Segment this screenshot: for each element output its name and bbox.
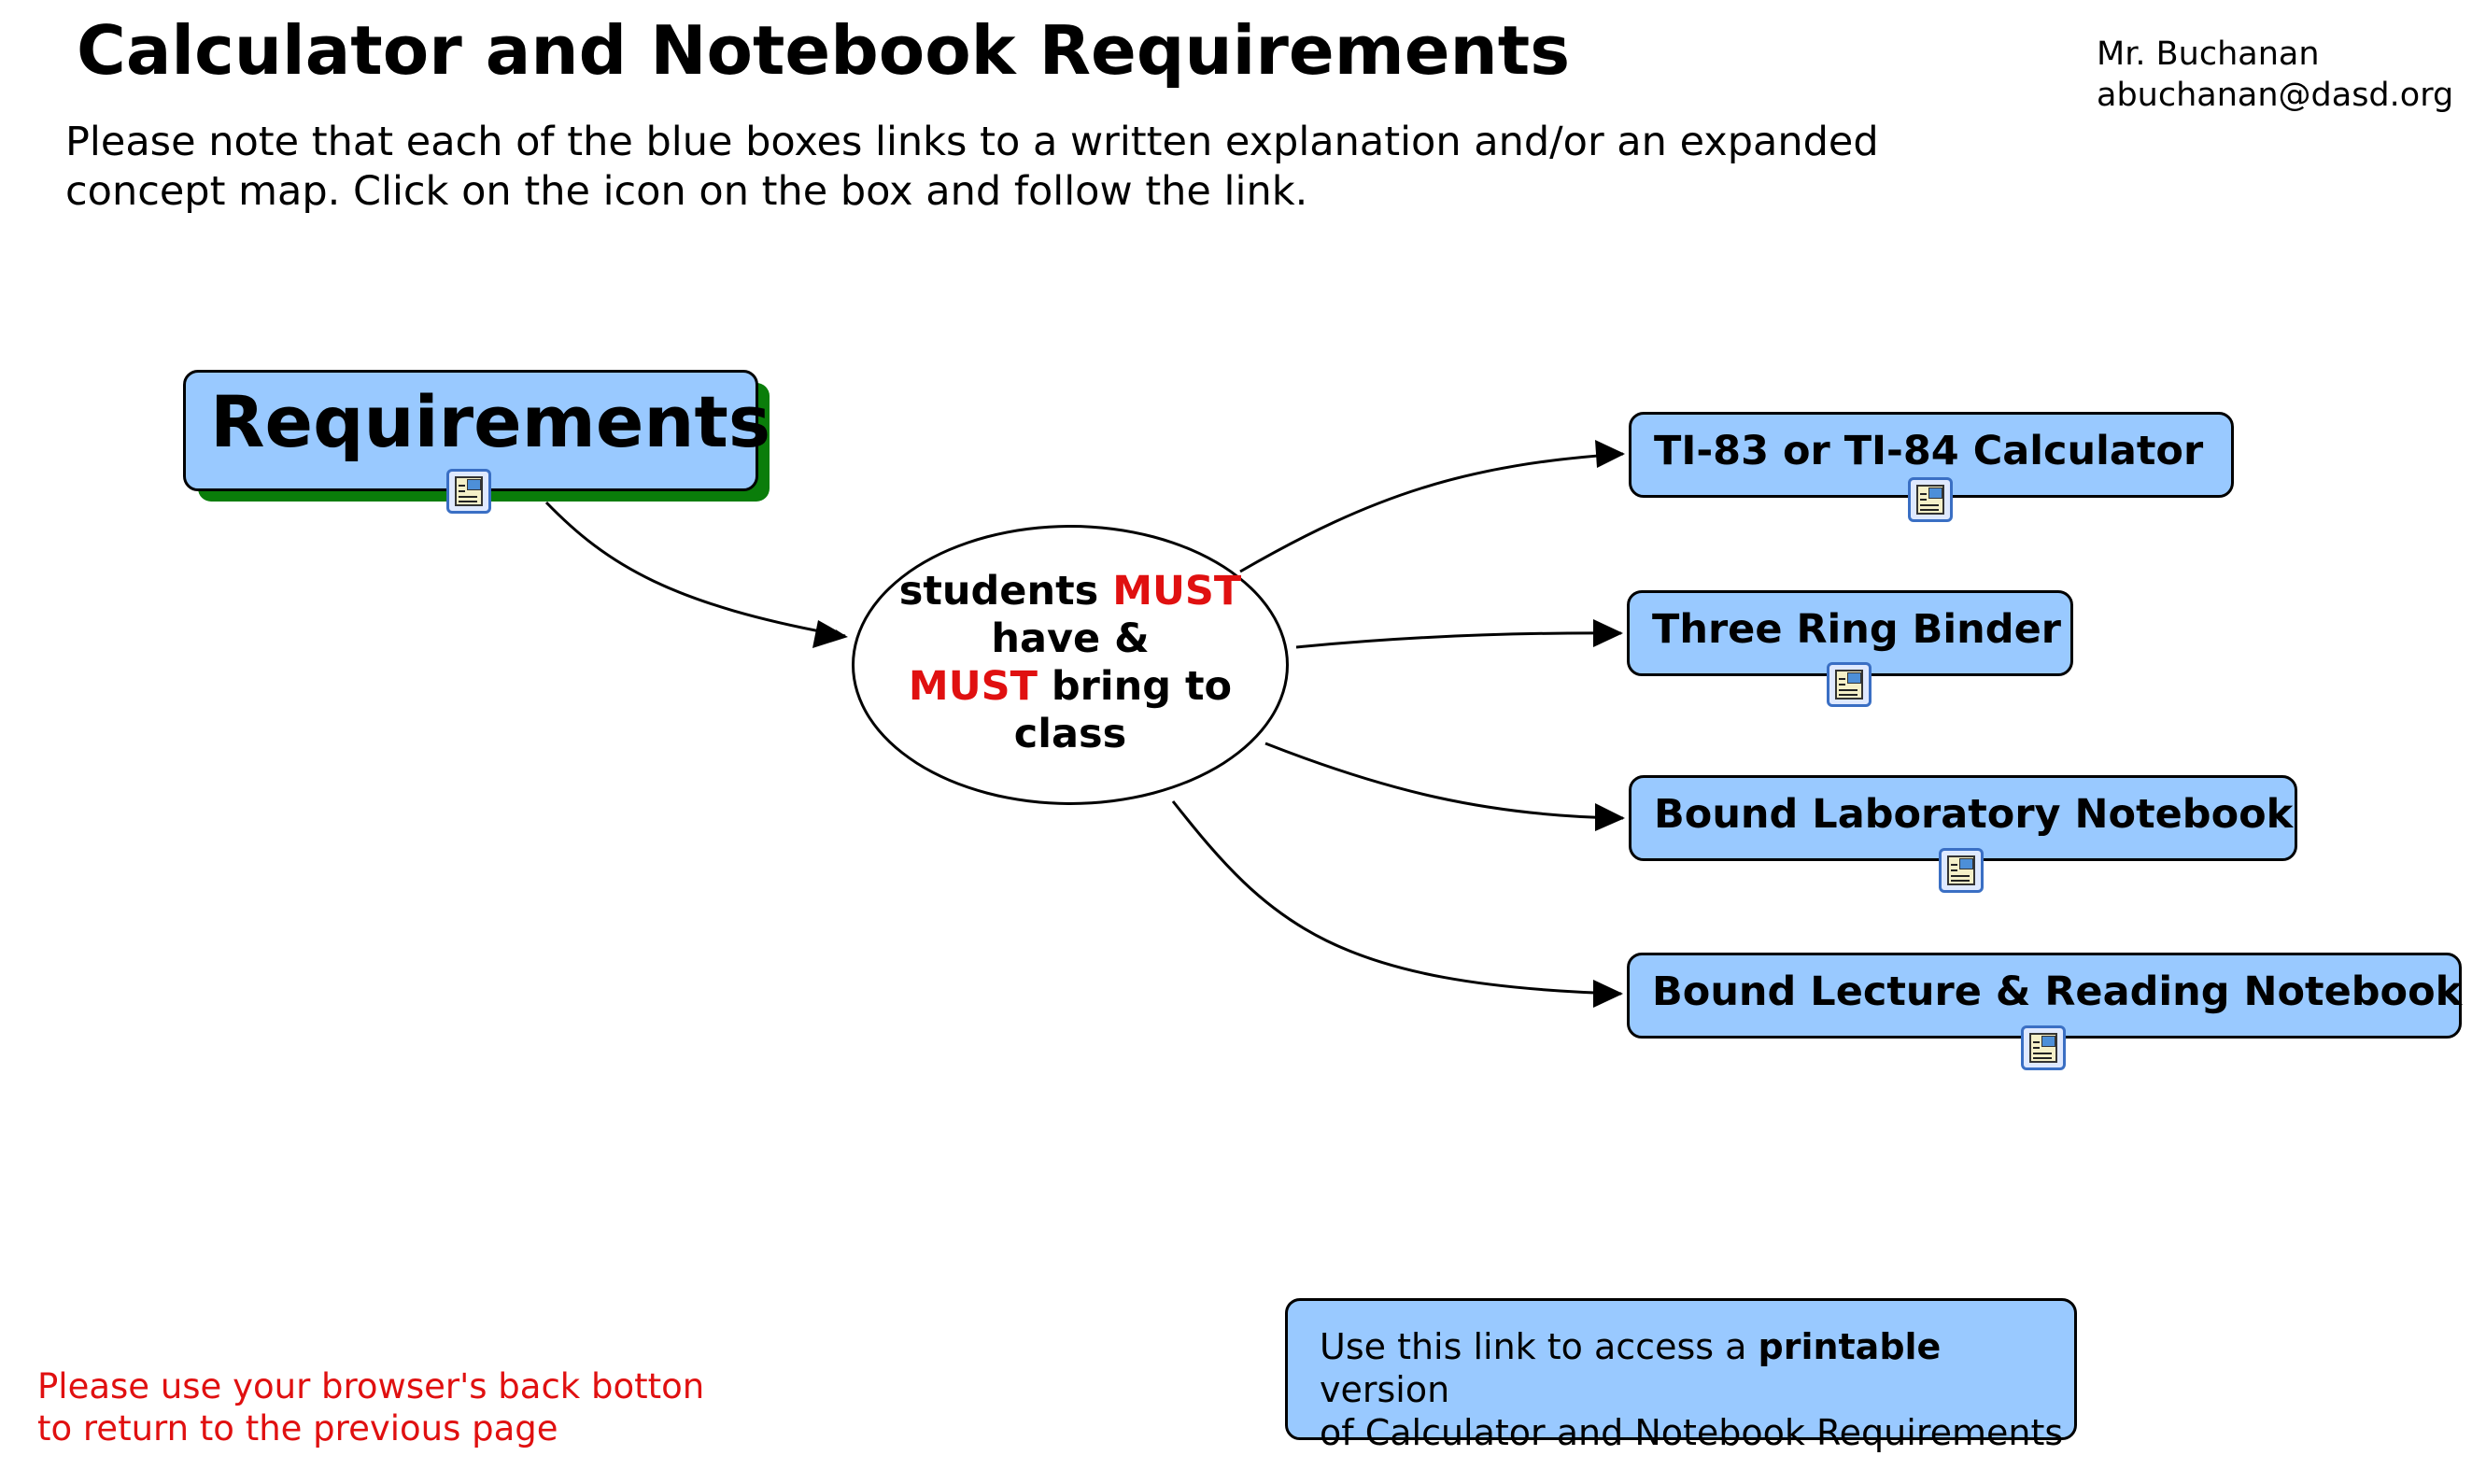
intro-text: Please note that each of the blue boxes … — [65, 118, 1933, 217]
printable-keyword: printable — [1758, 1326, 1942, 1367]
printable-line-1c: version — [1320, 1369, 1450, 1410]
printable-line-2: of Calculator and Notebook Requirements — [1320, 1412, 2064, 1453]
intro-line-2: concept map. Click on the icon on the bo… — [65, 168, 1308, 215]
arrowhead-lab — [1595, 803, 1625, 831]
node-calculator: TI-83 or TI-84 Calculator — [1629, 412, 2234, 498]
arrowhead-lecture — [1593, 980, 1623, 1008]
must-emphasis: MUST — [908, 663, 1038, 710]
printable-version-link[interactable]: Use this link to access a printable vers… — [1285, 1298, 2077, 1453]
center-line-2: have & — [991, 615, 1150, 662]
node-lab-notebook: Bound Laboratory Notebook — [1629, 775, 2297, 861]
back-note-line-1: Please use your browser's back botton — [37, 1366, 705, 1406]
document-icon[interactable] — [446, 469, 491, 514]
center-line-3: MUST bring to — [852, 663, 1289, 711]
arrow-center-to-lecture — [1171, 800, 1622, 998]
center-node-ellipse — [852, 525, 1289, 805]
back-button-note: Please use your browser's back botton to… — [37, 1365, 704, 1449]
root-node-requirements: Requirements — [183, 370, 770, 491]
arrow-center-to-binder — [1295, 628, 1622, 649]
printable-line-1a: Use this link to access a — [1320, 1326, 1759, 1367]
printable-line-1: Use this link to access a printable vers… — [1320, 1325, 2074, 1411]
arrowhead-calculator — [1595, 440, 1625, 468]
arrow-center-to-calculator — [1239, 449, 1624, 573]
arrowhead-center — [812, 620, 848, 648]
center-line-1: students MUST — [852, 568, 1289, 615]
document-icon[interactable] — [1908, 477, 1953, 522]
center-line-4: class — [1013, 711, 1127, 757]
arrow-root-to-center — [544, 501, 846, 639]
document-icon[interactable] — [1939, 848, 1984, 893]
document-icon[interactable] — [1827, 662, 1872, 707]
author-info: Mr. Buchanan abuchanan@dasd.org — [2097, 34, 2453, 116]
arrowhead-binder — [1593, 619, 1623, 647]
center-line-1-text: students — [898, 568, 1113, 615]
author-email: abuchanan@dasd.org — [2097, 77, 2454, 114]
author-name: Mr. Buchanan — [2097, 35, 2320, 73]
node-three-ring-binder: Three Ring Binder — [1627, 590, 2073, 676]
node-lecture-notebook: Bound Lecture & Reading Notebook — [1627, 953, 2462, 1039]
intro-line-1: Please note that each of the blue boxes … — [65, 119, 1879, 165]
document-icon[interactable] — [2021, 1025, 2066, 1070]
center-line-3-text: bring to — [1037, 663, 1233, 710]
center-node-text: students MUST have & MUST bring to class — [852, 568, 1289, 758]
must-emphasis: MUST — [1112, 568, 1242, 615]
page-title: Calculator and Notebook Requirements — [77, 11, 1571, 90]
back-note-line-2: to return to the previous page — [37, 1408, 558, 1449]
arrow-center-to-lab — [1264, 742, 1624, 823]
